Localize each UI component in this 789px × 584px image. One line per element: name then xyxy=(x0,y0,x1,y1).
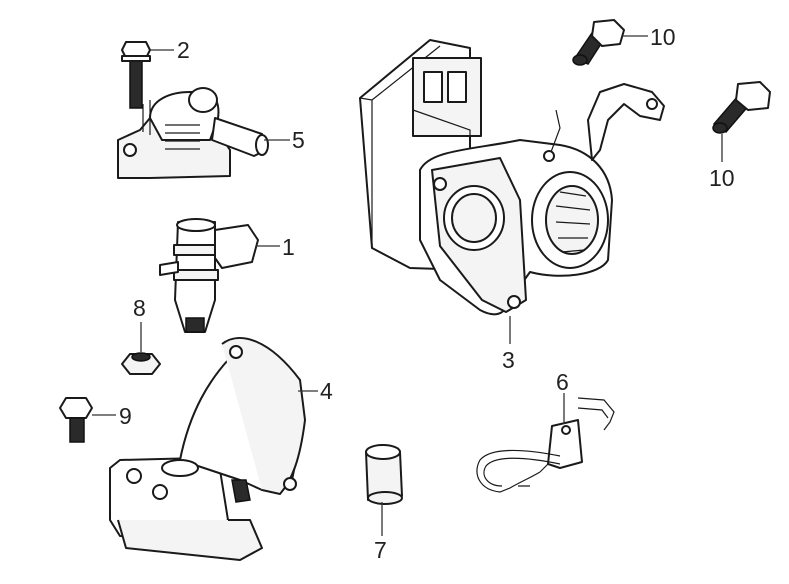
callout-2: 2 xyxy=(177,37,190,63)
bolt-part-9 xyxy=(59,397,93,443)
callout-5: 5 xyxy=(292,127,305,153)
callout-1: 1 xyxy=(282,234,295,260)
callout-6: 6 xyxy=(556,369,569,395)
callout-10b: 10 xyxy=(709,165,735,191)
callout-9: 9 xyxy=(119,403,132,429)
callout-4: 4 xyxy=(320,378,333,404)
fuel-injector-part-1 xyxy=(159,218,259,333)
callout-10a: 10 xyxy=(650,24,676,50)
callout-7: 7 xyxy=(374,537,387,563)
sleeve-part-7 xyxy=(365,444,403,505)
callout-3: 3 xyxy=(502,347,515,373)
intake-manifold-part-4 xyxy=(109,337,306,561)
leader-lines xyxy=(92,35,723,536)
bolt-part-2 xyxy=(121,41,151,109)
nut-part-8 xyxy=(121,352,161,375)
callout-8: 8 xyxy=(133,295,146,321)
throttle-body-part-3 xyxy=(359,39,665,316)
bolt-part-10-right xyxy=(712,81,771,134)
bolt-part-10-top xyxy=(572,19,625,66)
wire-clip-part-6 xyxy=(476,397,615,493)
